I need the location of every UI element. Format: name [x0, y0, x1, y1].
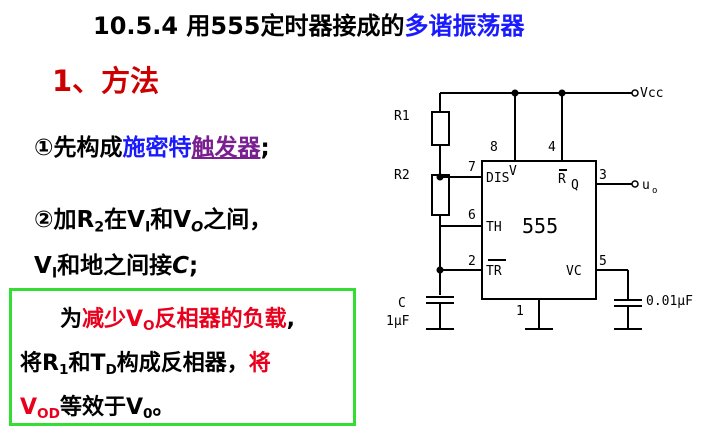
circuit-diagram: R1 R2 C 1μF Vcc 8 4 7 6 2 3 5 1 V R Q DI… — [386, 86, 693, 330]
step-one-marker: ① — [34, 135, 54, 161]
note3-sub: 0 — [142, 406, 153, 423]
reset-pin-label: R — [558, 172, 566, 187]
c-symbol: C — [172, 253, 190, 279]
c-value: 1μF — [386, 314, 410, 329]
vc-pin-label: VC — [566, 264, 582, 279]
note-line-2: 将R1和TD构成反相器，将 — [20, 345, 271, 377]
schmitt-text: 施密特 — [122, 135, 192, 161]
c2-value: 0.01μF — [646, 294, 693, 309]
r-sub: 2 — [94, 219, 105, 236]
note2-sub2: D — [105, 362, 117, 379]
note-text: 为 — [60, 307, 83, 332]
output-label: u — [642, 178, 650, 193]
r2-resistor — [431, 174, 450, 216]
note2-sub1: 1 — [58, 362, 69, 379]
vo-sub: O — [191, 219, 204, 236]
note2-b: 和T — [68, 351, 106, 376]
vcc-label: Vcc — [640, 86, 663, 101]
vi2-symbol: V — [34, 253, 52, 279]
title-highlight: 多谐振荡器 — [404, 12, 525, 40]
page-title: 10.5.4 用555定时器接成的多谐振荡器 — [93, 6, 525, 41]
r2-label: R2 — [394, 168, 410, 183]
step-one-end: ; — [260, 135, 270, 161]
r1-resistor — [431, 111, 450, 146]
note3-red-sub: OD — [37, 406, 60, 423]
note3-a: 等效于V — [59, 395, 143, 420]
trigger-link[interactable]: 触发器 — [191, 135, 261, 161]
pin3-label: 3 — [599, 168, 607, 183]
c-label: C — [398, 296, 406, 311]
tr-pin-label: TR — [486, 264, 502, 279]
note-red: 减少V — [82, 307, 144, 332]
output-sub: o — [652, 186, 657, 196]
note3-end: 。 — [152, 395, 175, 420]
section-number: 10.5.4 — [93, 12, 179, 40]
r1-label: R1 — [394, 109, 410, 124]
vi2-sub: I — [51, 265, 58, 282]
step-two-text2: 在 — [104, 207, 128, 233]
note-line-1: 为减少VO反相器的负载, — [60, 301, 295, 333]
pin1-label: 1 — [516, 304, 524, 319]
step-two-marker: ② — [34, 207, 54, 233]
vi-symbol: V — [127, 207, 145, 233]
pin6-label: 6 — [468, 208, 476, 223]
step-two-line2-text: 和地之间接 — [57, 253, 173, 279]
note2-c: 构成反相器， — [116, 351, 249, 376]
note3-red: V — [20, 395, 38, 420]
note-line-3: VOD等效于V0。 — [20, 389, 174, 421]
step-one-text: 先构成 — [53, 135, 123, 161]
v-pin-label: V — [509, 164, 517, 179]
vo-symbol: V — [173, 207, 192, 233]
pin2-label: 2 — [468, 254, 476, 269]
method-heading: 1、方法 — [52, 64, 160, 98]
dis-pin-label: DIS — [486, 171, 509, 186]
step-two-line2: VI和地之间接C; — [34, 246, 198, 280]
step-two-text4: 之间， — [203, 207, 273, 233]
note2-a: 将R — [20, 351, 59, 376]
note-box: 为减少VO反相器的负载, 将R1和TD构成反相器，将 VOD等效于V0。 — [9, 288, 356, 426]
step-two: ②加R2在VI和VO之间， — [34, 200, 272, 234]
note-red2: 反相器的负载 — [154, 307, 287, 332]
vi-sub: I — [144, 219, 151, 236]
step-one: ①先构成施密特触发器; — [34, 128, 270, 162]
q-pin-label: Q — [571, 178, 579, 193]
pin4-label: 4 — [548, 140, 556, 155]
note-end: , — [286, 307, 296, 332]
chip-label: 555 — [522, 214, 558, 238]
step-two-text: 加 — [53, 207, 77, 233]
title-prefix: 用555定时器接成的 — [186, 12, 405, 40]
pin5-label: 5 — [599, 254, 607, 269]
pin7-label: 7 — [468, 160, 476, 175]
r-symbol: R — [76, 207, 95, 233]
th-pin-label: TH — [486, 220, 502, 235]
step-two-line2-end: ; — [189, 253, 199, 279]
note2-red: 将 — [248, 351, 271, 376]
note-red-sub: O — [143, 318, 155, 335]
step-two-text3: 和 — [150, 207, 174, 233]
pin8-label: 8 — [490, 140, 498, 155]
